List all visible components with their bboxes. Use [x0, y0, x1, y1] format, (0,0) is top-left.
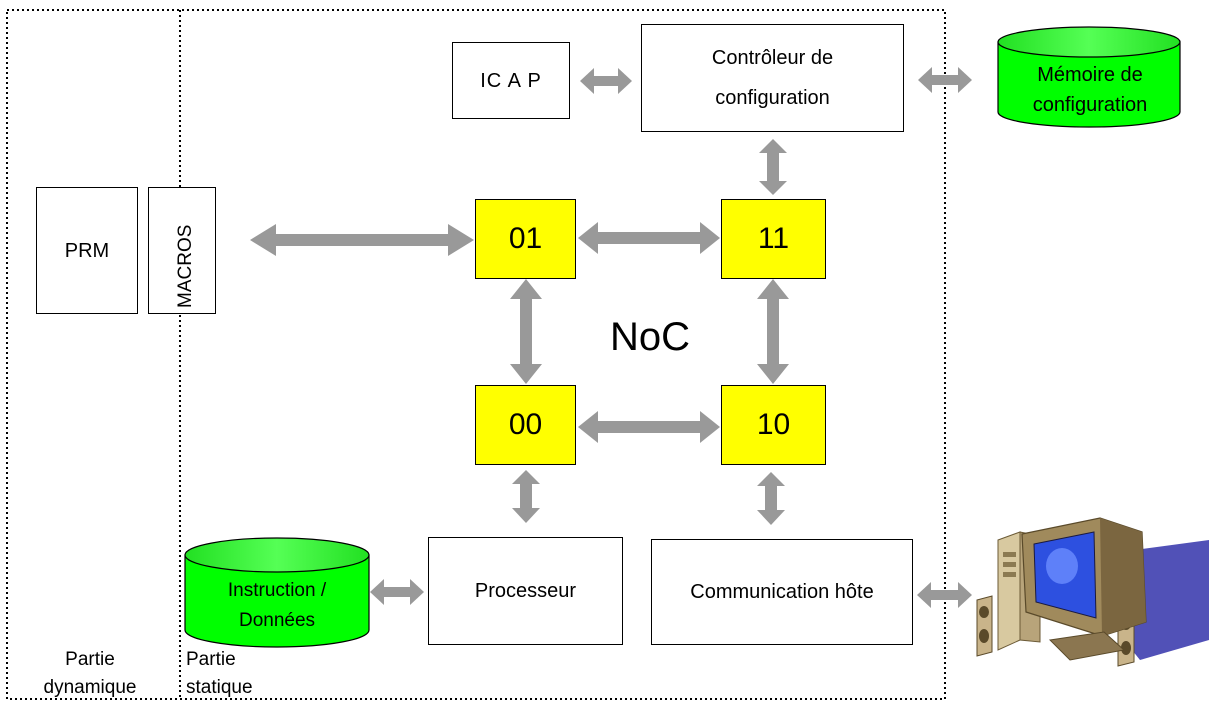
arrow-node11-node10 [757, 279, 789, 384]
arrow-icap-controller [580, 68, 632, 94]
arrow-node01-node11 [578, 222, 720, 254]
host-computer-icon [976, 517, 1209, 667]
host-communication-block: Communication hôte [651, 539, 913, 645]
arrows [250, 67, 972, 608]
arrow-node00-processor [512, 470, 540, 523]
macros-block: MACROS [148, 187, 216, 314]
prm-block: PRM [36, 187, 138, 314]
host-communication-label: Communication hôte [690, 581, 874, 603]
arrow-node00-node10 [578, 411, 720, 443]
icap-block: IC A P [452, 42, 570, 119]
noc-node-01: 01 [475, 199, 576, 279]
noc-node-00-label: 00 [508, 408, 543, 441]
arrow-node01-node00 [510, 279, 542, 384]
dynamic-region-label: Partie dynamique [43, 649, 137, 698]
arrow-memory-processor [370, 579, 424, 605]
noc-node-00: 00 [475, 385, 576, 465]
config-memory-cylinder [997, 26, 1181, 128]
static-region-label: Partie statique [186, 649, 253, 698]
noc-node-10-label: 10 [756, 408, 791, 441]
arrow-macros-node01 [250, 224, 474, 256]
config-memory-label: Mémoire de configuration [1032, 64, 1148, 116]
icap-label: IC A P [480, 69, 542, 92]
instruction-data-cylinder [184, 537, 370, 648]
noc-node-01-label: 01 [508, 222, 543, 255]
noc-label: NoC [609, 315, 691, 359]
instruction-data-label: Instruction / Données [227, 580, 327, 631]
noc-node-11-label: 11 [757, 222, 790, 255]
processor-block: Processeur [428, 537, 623, 645]
noc-node-11: 11 [721, 199, 826, 279]
config-controller-label: Contrôleur de configuration [711, 47, 834, 109]
arrow-controller-node11 [759, 139, 787, 195]
arrow-host-computer [917, 582, 972, 608]
processor-label: Processeur [474, 580, 577, 602]
config-controller-block: Contrôleur de configuration [641, 24, 904, 132]
arrow-controller-memory [918, 67, 972, 93]
arrow-node10-host [757, 472, 785, 525]
macros-label: MACROS [175, 224, 196, 308]
static-region-border [6, 9, 946, 700]
prm-label: PRM [64, 239, 110, 262]
noc-node-10: 10 [721, 385, 826, 465]
